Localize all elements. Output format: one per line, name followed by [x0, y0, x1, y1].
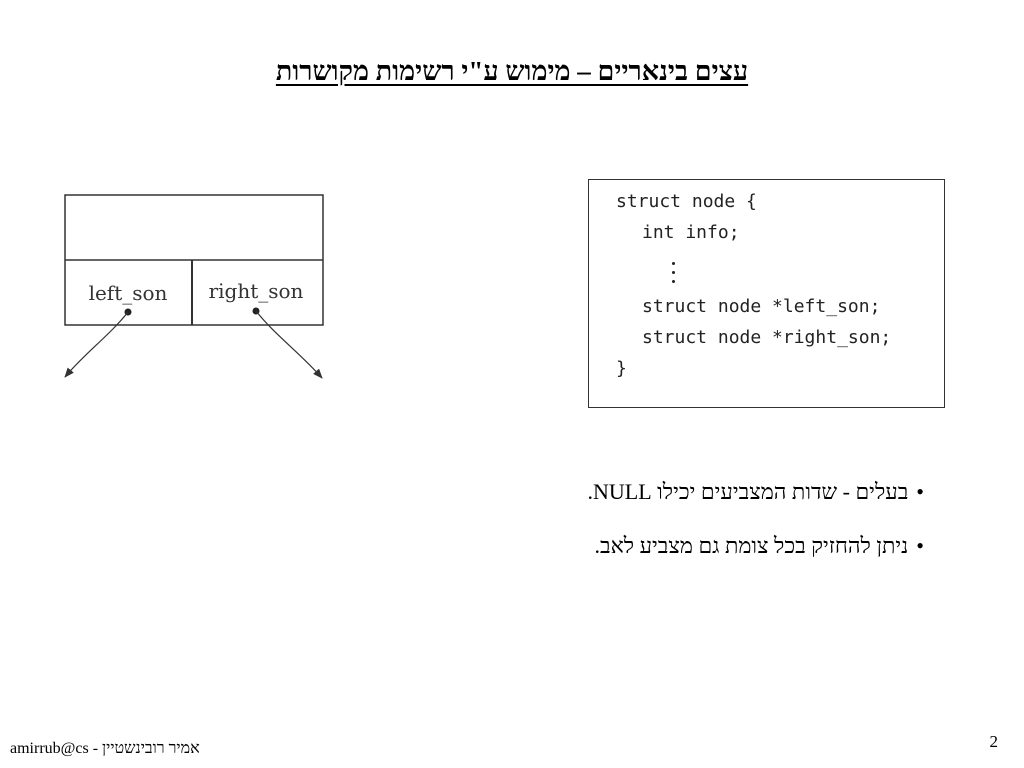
vertical-ellipsis-icon — [672, 262, 676, 288]
left-son-field-label: left_son — [89, 281, 168, 305]
bullet-item: • בעלים - שדות המצביעים יכילו NULL. — [364, 476, 924, 508]
right-son-arrow — [255, 310, 323, 379]
struct-code-box: struct node { int info; struct node *lef… — [588, 179, 945, 408]
code-line-left-son: struct node *left_son; — [642, 296, 881, 317]
code-line-info: int info; — [642, 222, 740, 243]
bullet-list: • בעלים - שדות המצביעים יכילו NULL. • ניתן… — [364, 476, 924, 584]
page-number: 2 — [989, 732, 999, 751]
code-line-right-son: struct node *right_son; — [642, 327, 892, 348]
bullet-text: בעלים - שדות המצביעים יכילו NULL. — [587, 479, 909, 504]
bullet-marker: • — [916, 533, 924, 558]
bullet-text: ניתן להחזיק בכל צומת גם מצביע לאב. — [594, 533, 909, 558]
footer-author: amirrub@cs - אמיר רובינשטיין — [10, 740, 200, 757]
code-line-struct-close: } — [616, 358, 627, 379]
left-son-arrow — [64, 311, 129, 378]
bullet-item: • ניתן להחזיק בכל צומת גם מצביע לאב. — [364, 530, 924, 562]
slide-title: עצים בינאריים – מימוש ע"י רשימות מקושרות — [275, 56, 749, 86]
node-diagram: left_son right_son — [55, 185, 345, 385]
bullet-marker: • — [916, 479, 924, 504]
right-son-field-label: right_son — [209, 279, 304, 303]
node-diagram-svg: left_son right_son — [64, 194, 324, 379]
code-line-struct-open: struct node { — [616, 191, 757, 212]
